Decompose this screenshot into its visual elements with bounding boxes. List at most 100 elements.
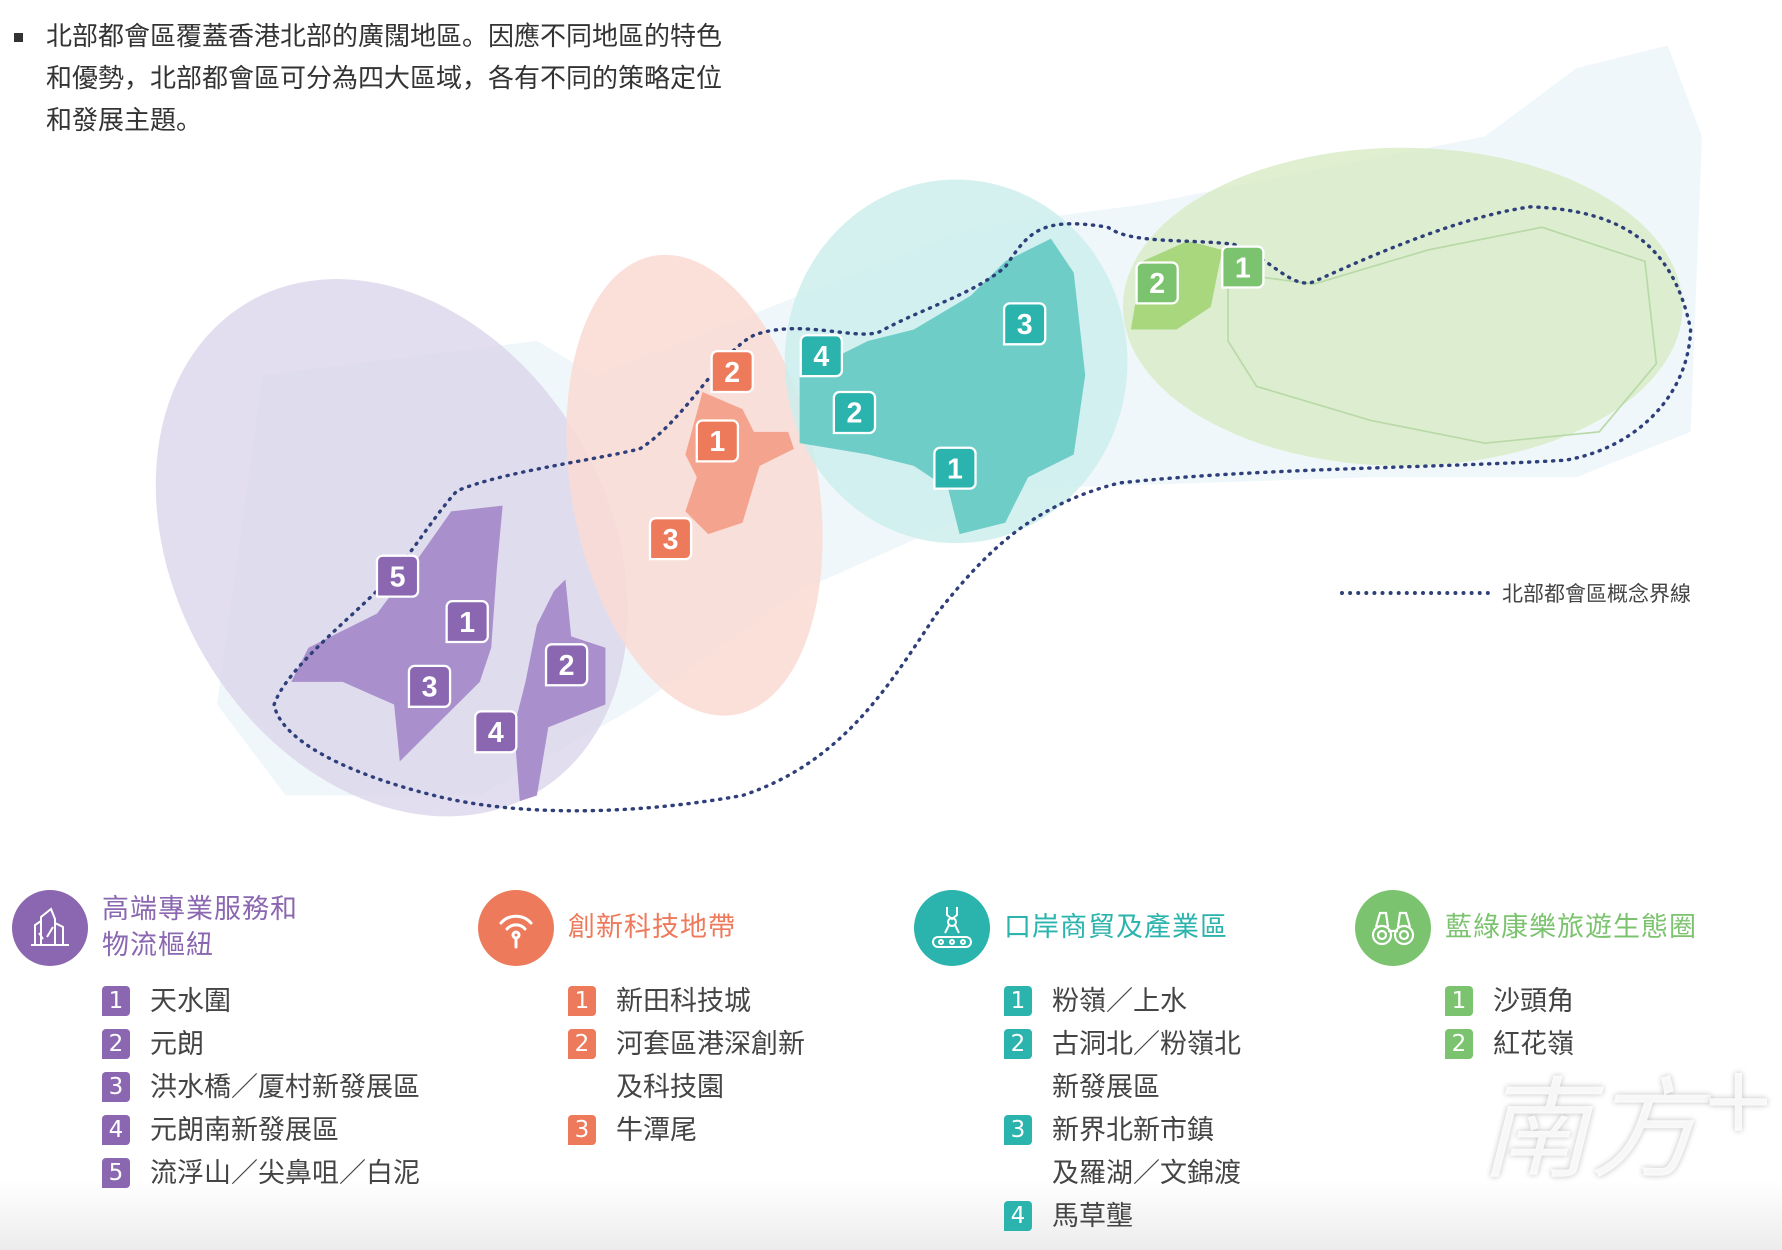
marker-number: 3: [422, 672, 438, 704]
map-marker-orange: 3: [648, 517, 693, 561]
number-badge: 2: [102, 1029, 130, 1059]
marker-number: 2: [1149, 268, 1165, 300]
marker-badge: [375, 554, 420, 598]
list-item: 1 沙頭角: [1445, 980, 1697, 1023]
buildings-icon: [12, 890, 88, 966]
map-marker-orange: 2: [710, 350, 754, 394]
area-name: 河套區港深創新 及科技園: [616, 1029, 805, 1103]
list-item: 1 粉嶺／上水: [1004, 980, 1241, 1023]
area-name: 洪水橋／厦村新發展區: [150, 1072, 420, 1103]
zone-title: 高端專業服務和 物流樞紐: [102, 894, 298, 961]
marker-number: 4: [813, 341, 829, 373]
number-badge: 4: [102, 1115, 130, 1145]
zone-ellipse-purple: [155, 279, 628, 817]
area-name: 馬草壟: [1052, 1201, 1133, 1232]
list-item: 3 牛潭尾: [568, 1109, 805, 1152]
zone-title: 創新科技地帶: [568, 912, 736, 943]
area-name: 元朗南新發展區: [150, 1115, 339, 1146]
marker-badge: [648, 517, 693, 561]
number-badge: 1: [102, 986, 130, 1016]
list-item: 5 流浮山／尖鼻咀／白泥: [102, 1152, 420, 1195]
number-badge: 1: [568, 986, 596, 1016]
zone-header: 高端專業服務和 物流樞紐: [12, 890, 420, 966]
land-green-outline: [1227, 226, 1658, 445]
marker-badge: [1221, 245, 1265, 289]
map-marker-purple: 1: [445, 600, 489, 644]
marker-badge: [933, 446, 977, 490]
marker-number: 2: [724, 357, 740, 389]
land-purple: [291, 505, 606, 802]
zone-column: 口岸商貿及產業區 1 粉嶺／上水 2 古洞北／粉嶺北 新發展區 3 新界北新市鎮…: [914, 890, 1241, 1238]
intro-text: 北部都會區覆蓋香港北部的廣闊地區。因應不同地區的特色 和優勢，北部都會區可分為四…: [14, 16, 874, 142]
map-marker-purple: 4: [474, 710, 518, 754]
map-marker-purple: 3: [407, 664, 452, 708]
number-badge: 3: [1004, 1115, 1032, 1145]
number-badge: 1: [1004, 986, 1032, 1016]
marker-badge: [474, 710, 518, 754]
marker-badge: [695, 419, 740, 463]
marker-number: 2: [847, 398, 863, 430]
list-item: 2 紅花嶺: [1445, 1023, 1697, 1066]
number-badge: 2: [1445, 1029, 1473, 1059]
zone-item-list: 1 粉嶺／上水 2 古洞北／粉嶺北 新發展區 3 新界北新市鎮 及羅湖／文錦渡 …: [1004, 980, 1241, 1238]
list-item: 1 天水圍: [102, 980, 420, 1023]
marker-number: 1: [947, 453, 963, 485]
area-name: 紅花嶺: [1493, 1029, 1574, 1060]
dotted-line-swatch: [1340, 591, 1490, 595]
number-badge: 5: [102, 1158, 130, 1188]
list-item: 3 新界北新市鎮 及羅湖／文錦渡: [1004, 1109, 1241, 1195]
map-marker-teal: 4: [799, 334, 844, 378]
map-marker-purple: 5: [375, 554, 420, 598]
map-marker-teal: 1: [933, 446, 977, 490]
area-name: 古洞北／粉嶺北 新發展區: [1052, 1029, 1241, 1103]
list-item: 4 馬草壟: [1004, 1195, 1241, 1238]
area-name: 流浮山／尖鼻咀／白泥: [150, 1158, 420, 1189]
area-name: 沙頭角: [1493, 986, 1574, 1017]
marker-number: 1: [1235, 252, 1251, 284]
map-marker-teal: 3: [1002, 302, 1047, 346]
zone-header: 創新科技地帶: [478, 890, 805, 966]
intro-line: 北部都會區覆蓋香港北部的廣闊地區。因應不同地區的特色: [46, 22, 723, 52]
list-item: 2 河套區港深創新 及科技園: [568, 1023, 805, 1109]
map-marker-orange: 1: [695, 419, 740, 463]
marker-number: 1: [709, 426, 725, 458]
map-marker-green: 2: [1135, 261, 1179, 305]
zone-item-list: 1 沙頭角 2 紅花嶺: [1445, 980, 1697, 1066]
marker-badge: [544, 643, 589, 687]
area-name: 牛潭尾: [616, 1115, 697, 1146]
number-badge: 2: [568, 1029, 596, 1059]
marker-badge: [445, 600, 489, 644]
marker-number: 4: [488, 717, 504, 749]
marker-badge: [832, 390, 877, 435]
map-marker-purple: 2: [544, 643, 589, 687]
marker-badge: [407, 664, 452, 708]
list-item: 2 古洞北／粉嶺北 新發展區: [1004, 1023, 1241, 1109]
area-name: 粉嶺／上水: [1052, 986, 1187, 1017]
metropolis-boundary-line: [272, 205, 1693, 813]
area-name: 元朗: [150, 1029, 204, 1060]
list-item: 1 新田科技城: [568, 980, 805, 1023]
number-badge: 3: [568, 1115, 596, 1145]
intro-line: 和優勢，北部都會區可分為四大區域，各有不同的策略定位: [46, 64, 723, 94]
zone-item-list: 1 新田科技城 2 河套區港深創新 及科技園 3 牛潭尾: [568, 980, 805, 1152]
boundary-legend-label: 北部都會區概念界線: [1502, 582, 1691, 606]
marker-badge: [1002, 302, 1047, 346]
bullet-icon: [14, 33, 23, 42]
marker-badge: [799, 334, 844, 378]
zone-header: 口岸商貿及產業區: [914, 890, 1241, 966]
marker-number: 5: [390, 561, 406, 593]
wifi-signal-icon: [478, 890, 554, 966]
number-badge: 1: [1445, 986, 1473, 1016]
zone-column: 高端專業服務和 物流樞紐 1 天水圍 2 元朗 3 洪水橋／厦村新發展區 4 元…: [12, 890, 420, 1195]
watermark-logo: 南方+: [1480, 1045, 1777, 1194]
marker-badge: [710, 350, 754, 394]
area-name: 天水圍: [150, 986, 231, 1017]
zone-title: 口岸商貿及產業區: [1004, 912, 1228, 943]
list-item: 4 元朗南新發展區: [102, 1109, 420, 1152]
intro-line: 和發展主題。: [46, 106, 203, 136]
list-item: 3 洪水橋／厦村新發展區: [102, 1066, 420, 1109]
area-name: 新界北新市鎮 及羅湖／文錦渡: [1052, 1115, 1241, 1189]
marker-number: 3: [1017, 309, 1033, 341]
map-marker-teal: 2: [832, 390, 877, 435]
